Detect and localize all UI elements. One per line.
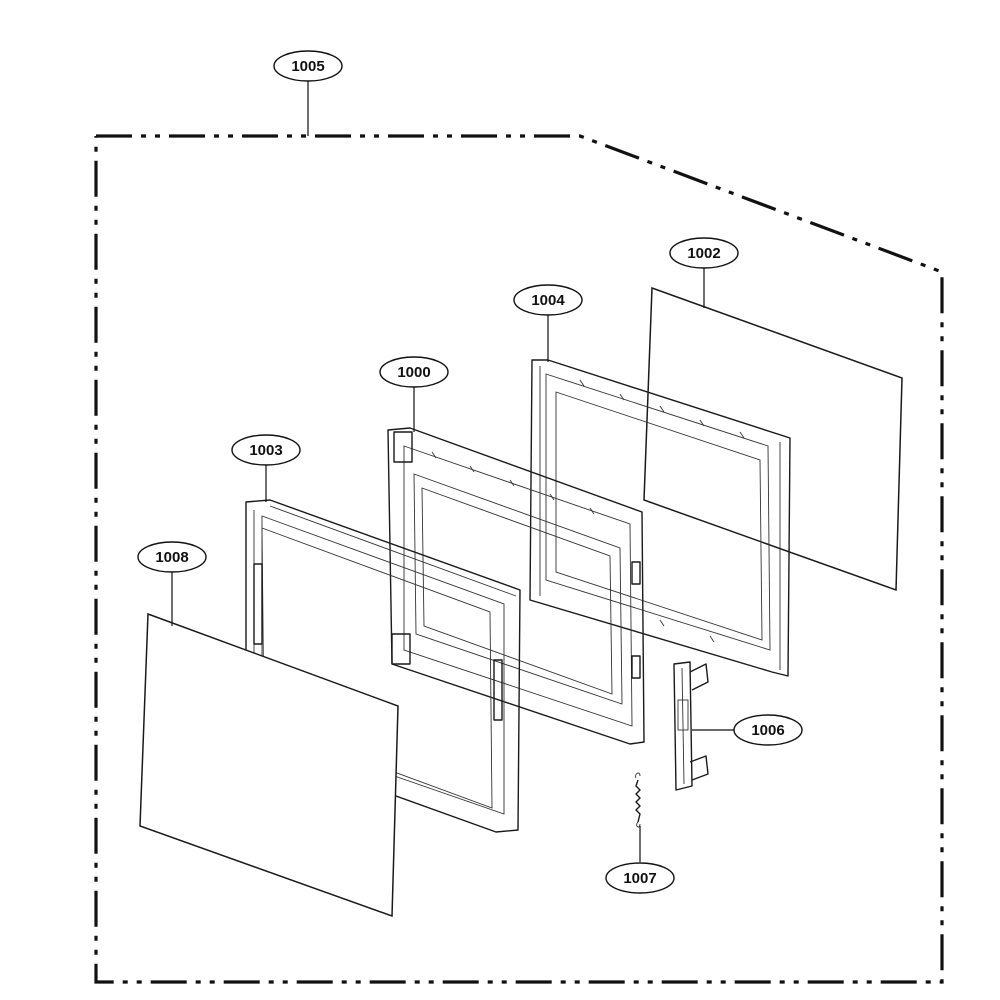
callout-1003: 1003	[231, 434, 301, 466]
callout-1007: 1007	[605, 862, 675, 894]
callout-label-1007: 1007	[623, 870, 656, 887]
callout-label-1006: 1006	[751, 722, 784, 739]
callout-1000: 1000	[379, 356, 449, 388]
callout-1002: 1002	[669, 237, 739, 269]
callout-1005: 1005	[273, 50, 343, 82]
assembly-boundary	[94, 134, 944, 984]
callout-label-1004: 1004	[531, 292, 565, 309]
part-latch-1006	[673, 661, 709, 791]
callout-label-1002: 1002	[687, 245, 720, 262]
callout-1006: 1006	[733, 714, 803, 746]
callout-label-1003: 1003	[249, 442, 282, 459]
callout-1008: 1008	[137, 541, 207, 573]
part-rear-glass-1002	[643, 286, 903, 592]
part-spring-1007	[635, 772, 641, 828]
callout-label-1008: 1008	[155, 549, 188, 566]
leader-lines	[171, 81, 734, 862]
callout-label-1005: 1005	[291, 58, 324, 75]
callout-label-1000: 1000	[397, 364, 430, 381]
callout-1004: 1004	[513, 284, 583, 316]
part-front-glass-1008	[139, 612, 399, 918]
part-door-frame-1000	[387, 427, 645, 745]
